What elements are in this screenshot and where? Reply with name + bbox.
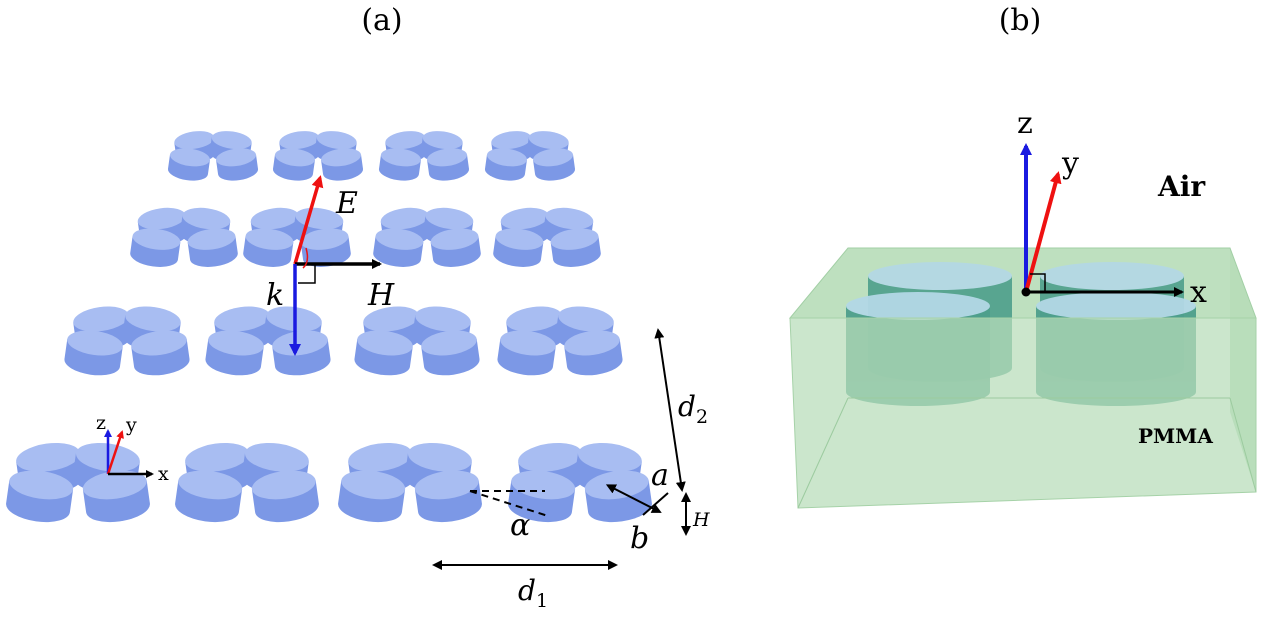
a-label: a [651,458,669,493]
x-label: x [1190,275,1207,310]
h-label: H [367,278,395,313]
origin-right-angle [1030,273,1046,292]
y-axis [1024,171,1062,293]
pmma-box-front-face [789,317,1257,509]
disk [564,330,623,376]
disk [414,470,482,523]
panel-a-label: (a) [361,3,402,38]
disk [497,330,556,376]
alpha-tilt-line [469,490,549,517]
disk [378,148,421,181]
small-y-axis [106,430,124,475]
disk [354,330,413,376]
pmma-box-inner-edge-left [797,397,849,509]
d2-arrow [654,328,686,492]
disk [550,228,601,267]
main-axes: z y x Air PMMA [1017,106,1213,448]
disk [430,228,481,267]
y-label: y [1061,146,1079,181]
disk [167,148,210,181]
disk [533,148,576,181]
disk [300,228,351,267]
disk [130,228,181,267]
disk [373,228,424,267]
disk [272,330,331,376]
disk [321,148,364,181]
disk [421,330,480,376]
origin-dot [1021,287,1031,297]
right-angle-mark [298,264,316,284]
k-label: k [266,278,284,313]
z-label: z [1017,106,1033,141]
d2-label: d2 [678,390,708,428]
disk [64,330,123,376]
disk [82,470,150,523]
pmma-box-inner-edge-right [1229,397,1257,493]
small-x-label: x [158,463,169,485]
panel-b-label: (b) [999,3,1042,38]
disk [6,470,74,523]
disk [216,148,259,181]
disk [243,228,294,267]
pmma-unit-cell [788,247,1257,509]
disk [131,330,190,376]
disk [187,228,238,267]
b-label: b [630,521,649,556]
small-y-label: y [125,414,137,436]
disk [251,470,319,523]
disk [427,148,470,181]
disk [338,470,406,523]
b-tick [642,492,669,516]
small-axes: z y x [96,412,169,485]
d1-label: d1 [518,574,548,612]
disk-array [6,131,652,523]
height-label: H [692,509,710,531]
air-label: Air [1157,170,1206,203]
angle-arc [302,247,309,269]
disk [175,470,243,523]
disk [484,148,527,181]
disk [493,228,544,267]
small-z-label: z [96,412,106,434]
e-label: E [335,186,358,221]
pmma-label: PMMA [1138,424,1213,448]
disk [272,148,315,181]
dimension-annotations: d1 d2 a b H α [432,328,710,612]
e-vector [293,175,324,265]
field-vectors: E H k [266,175,395,356]
alpha-label: α [510,508,530,543]
disk [205,330,264,376]
